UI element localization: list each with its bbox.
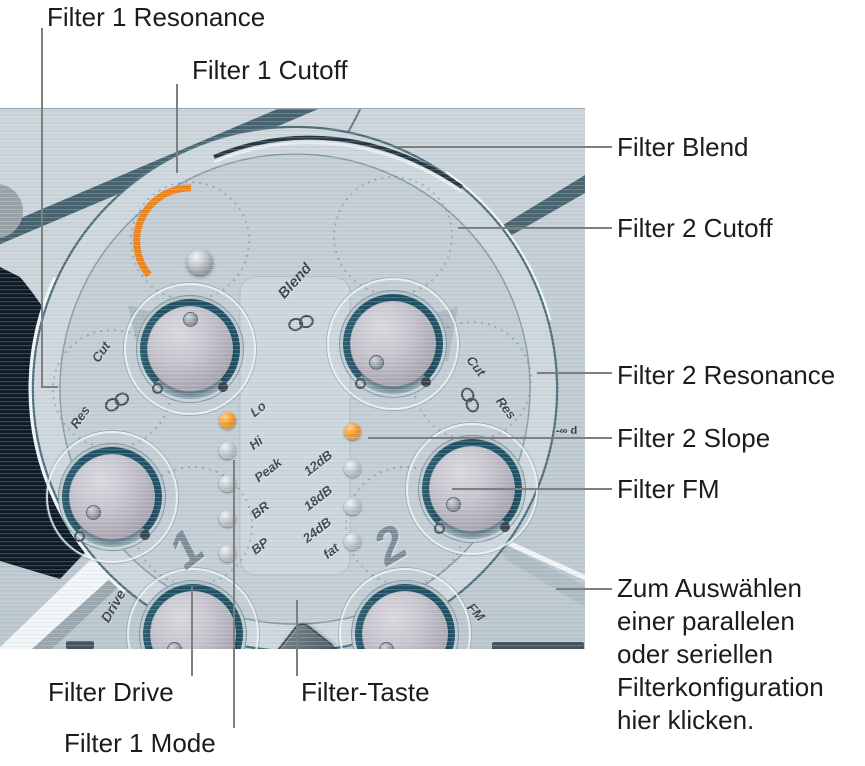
knob-track-ring xyxy=(343,294,443,394)
filter2-slope-led-18db[interactable] xyxy=(344,460,361,477)
filter1-mode-led-hi[interactable] xyxy=(219,442,236,459)
filter1-drive-knob[interactable] xyxy=(127,568,259,649)
filter1-mode-led-lo[interactable] xyxy=(219,412,236,429)
label-filter2-slope: Filter 2 Slope xyxy=(617,423,771,453)
filter2-slope-led-fat[interactable] xyxy=(344,533,361,550)
es2-filter-panel: Lo Hi Peak BR BP 12dB 18dB 24dB fat Cut … xyxy=(0,108,585,649)
label-filter-taste: Filter-Taste xyxy=(301,677,430,707)
filter-fm-knob[interactable] xyxy=(339,568,471,649)
knob-indicator xyxy=(369,355,384,370)
spoke-top-right xyxy=(490,175,585,243)
knob-face xyxy=(148,307,232,391)
label-filter2-resonance: Filter 2 Resonance xyxy=(617,360,836,390)
filter2-cutoff-knob[interactable] xyxy=(327,278,459,410)
label-filter1-resonance: Filter 1 Resonance xyxy=(47,2,266,32)
knob-indicator xyxy=(86,505,101,520)
callout-line-series-note xyxy=(556,588,612,590)
filter2-slope-led-24db[interactable] xyxy=(344,498,361,515)
knob-track-ring xyxy=(62,447,162,547)
knob-etch-ring xyxy=(124,283,256,415)
knob-etch-ring xyxy=(327,278,459,410)
knob-min-marker xyxy=(355,378,366,389)
knob-indicator xyxy=(183,312,198,327)
knob-face xyxy=(351,302,435,386)
callout-line-filter-taste xyxy=(296,600,298,676)
label-filter2-cutoff: Filter 2 Cutoff xyxy=(617,213,773,243)
knob-min-marker xyxy=(152,383,163,394)
blend-slider-track[interactable] xyxy=(213,135,464,194)
label-filter-blend: Filter Blend xyxy=(617,132,749,162)
callout-line-filter-drive xyxy=(191,586,193,676)
callout-line-filter-fm xyxy=(452,488,612,490)
knob-max-marker xyxy=(218,382,228,392)
filter1-cutoff-knob[interactable] xyxy=(124,283,256,415)
knob-min-marker xyxy=(434,523,445,534)
filter1-resonance-knob[interactable] xyxy=(46,431,178,563)
callout-line-filter2-slope xyxy=(368,437,612,439)
callout-line-filter1-cutoff xyxy=(176,84,178,173)
callout-line-filter1-resonance xyxy=(41,28,43,388)
callout-line-filter1-mode xyxy=(233,460,235,728)
filter1-mode-led-br[interactable] xyxy=(219,510,236,527)
knob-indicator xyxy=(167,642,182,649)
filter-blend-slider-handle[interactable] xyxy=(187,249,213,275)
filter1-cutoff-value-arc xyxy=(133,184,192,278)
knob-track-ring xyxy=(143,584,243,649)
callout-line-filter2-resonance xyxy=(537,372,612,374)
label-series-note: Zum Auswählen einer parallelen oder seri… xyxy=(617,573,824,735)
knob-max-marker xyxy=(140,530,150,540)
filter2-slope-led-12db[interactable] xyxy=(344,423,361,440)
knob-indicator xyxy=(379,642,394,649)
callout-line-filter2-cutoff xyxy=(458,227,612,229)
knob-min-marker xyxy=(74,531,85,542)
knob-indicator xyxy=(446,497,461,512)
knob-max-marker xyxy=(500,522,510,532)
knob-face xyxy=(70,455,154,539)
label-filter-drive: Filter Drive xyxy=(48,677,174,707)
callout-line-filter-blend xyxy=(397,146,612,148)
label-filter1-cutoff: Filter 1 Cutoff xyxy=(192,55,348,85)
callout-line-filter1-resonance-elbow xyxy=(41,386,58,388)
blend-scale-fragment: -∞ d xyxy=(556,425,578,437)
spoke-bottom-right xyxy=(493,534,585,608)
filter1-mode-led-bp[interactable] xyxy=(219,545,236,562)
panel-artwork xyxy=(0,109,585,649)
knob-track-ring xyxy=(140,299,240,399)
knob-etch-ring xyxy=(46,431,178,563)
label-filter-fm: Filter FM xyxy=(617,474,720,504)
label-filter1-mode: Filter 1 Mode xyxy=(64,728,216,758)
knob-track-ring xyxy=(355,584,455,649)
filter1-mode-led-peak[interactable] xyxy=(219,475,236,492)
knob-max-marker xyxy=(421,377,431,387)
